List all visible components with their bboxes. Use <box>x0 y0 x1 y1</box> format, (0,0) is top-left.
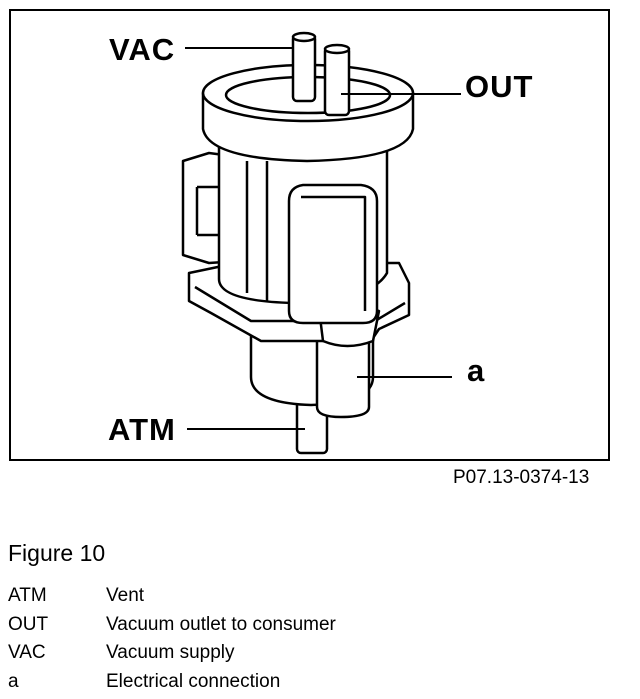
callout-out: OUT <box>465 71 533 102</box>
legend: ATM Vent OUT Vacuum outlet to consumer V… <box>8 585 336 699</box>
vac-nozzle <box>293 35 315 101</box>
legend-row: OUT Vacuum outlet to consumer <box>8 614 336 643</box>
callout-a: a <box>467 355 485 386</box>
legend-key: OUT <box>8 614 106 643</box>
figure-title: Figure 10 <box>8 540 105 567</box>
legend-desc: Vacuum outlet to consumer <box>106 614 336 643</box>
legend-row: VAC Vacuum supply <box>8 642 336 671</box>
legend-desc: Vacuum supply <box>106 642 235 671</box>
illustration-frame: VAC OUT a ATM <box>9 9 610 461</box>
figure-code: P07.13-0374-13 <box>453 467 589 489</box>
legend-key: ATM <box>8 585 106 614</box>
callout-vac: VAC <box>109 34 175 65</box>
out-nozzle <box>325 47 349 115</box>
callout-atm: ATM <box>108 414 176 445</box>
legend-desc: Electrical connection <box>106 671 280 699</box>
legend-row: ATM Vent <box>8 585 336 614</box>
legend-desc: Vent <box>106 585 144 614</box>
legend-row: a Electrical connection <box>8 671 336 699</box>
legend-key: VAC <box>8 642 106 671</box>
legend-key: a <box>8 671 106 699</box>
